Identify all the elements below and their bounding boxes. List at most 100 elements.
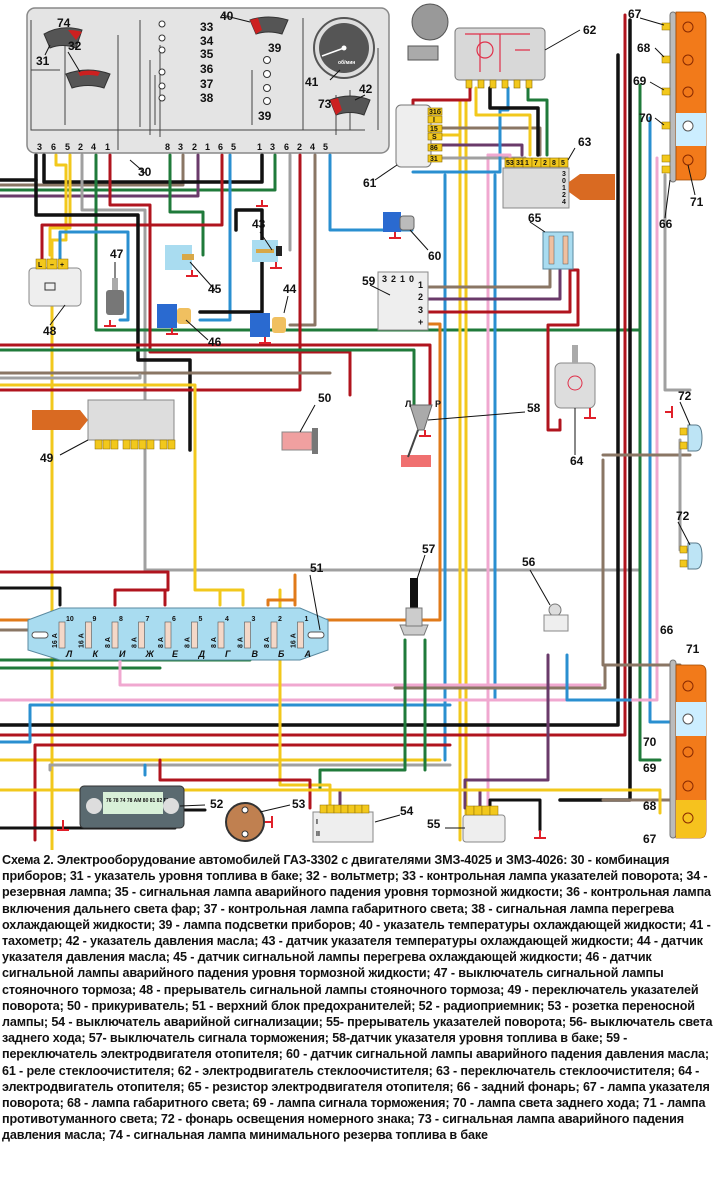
fuse-number: 9 (93, 616, 97, 623)
wire-red-6 (426, 268, 580, 432)
label-65: 65 (528, 211, 542, 225)
fuse-4: 48 АГ (211, 616, 231, 659)
label-61: 61 (363, 176, 377, 190)
label-46: 46 (208, 335, 222, 349)
label-39-bottom: 39 (258, 109, 272, 123)
fuse-7: 78 АЖ (132, 616, 155, 659)
label-48: 48 (43, 324, 57, 338)
label-32: 32 (68, 39, 82, 53)
svg-text:4: 4 (310, 142, 315, 152)
fuse-body (217, 621, 225, 649)
wire-blue-9 (565, 653, 632, 702)
label-55: 55 (427, 817, 441, 831)
wire-green (0, 153, 277, 192)
wire-yellow-3 (0, 383, 197, 562)
wiper-motor-62 (407, 3, 546, 89)
svg-text:2: 2 (391, 274, 396, 284)
svg-text:–: – (50, 262, 54, 269)
wire-black-5 (488, 86, 540, 157)
label-37: 37 (200, 77, 214, 91)
cigarette-lighter-50 (281, 428, 318, 454)
fuse-9: 9 16 А К (79, 616, 100, 659)
svg-text:5: 5 (65, 142, 70, 152)
wire-black-8 (488, 798, 542, 832)
heater-resistor-65 (542, 231, 574, 270)
parking-brake-switch-47 (106, 278, 124, 315)
radio-52: 76 78 74 78 AM 80 81 82 FM (79, 785, 185, 829)
svg-text:3: 3 (37, 142, 42, 152)
wire-black-10 (0, 586, 62, 607)
brake-light-switch-57 (399, 578, 429, 636)
svg-text:2: 2 (562, 192, 566, 199)
fuse-body (111, 621, 119, 649)
svg-text:3: 3 (418, 305, 423, 315)
label-54: 54 (400, 804, 414, 818)
fuse-letter: В (252, 649, 259, 659)
svg-text:2: 2 (192, 142, 197, 152)
svg-text:2: 2 (297, 142, 302, 152)
wire-violet-3 (426, 268, 562, 301)
wire-gray-6 (663, 173, 692, 392)
svg-text:15: 15 (430, 126, 438, 133)
svg-text:4: 4 (562, 199, 566, 206)
wire-brown-4 (426, 268, 552, 289)
svg-text:0: 0 (409, 274, 414, 284)
tacho-unit: об/мин (338, 59, 355, 66)
svg-text:53: 53 (506, 160, 514, 167)
label-66-bottom: 66 (660, 623, 674, 637)
heater-motor-64 (554, 345, 596, 409)
label-36: 36 (200, 62, 214, 76)
wire-black-3 (34, 178, 192, 452)
fuse-number: 6 (172, 616, 176, 623)
fuse-body (85, 621, 92, 649)
fuse-letter: К (93, 649, 100, 659)
svg-text:0: 0 (562, 178, 566, 185)
svg-text:6: 6 (51, 142, 56, 152)
svg-text:31: 31 (430, 156, 438, 163)
panel-pins-mid: 8 3 2 1 6 5 (165, 142, 236, 152)
fuse-rating: 16 А (79, 633, 86, 648)
wire-red-7 (0, 343, 432, 407)
wire-yellow-2 (48, 153, 72, 257)
label-68-bottom: 68 (643, 799, 657, 813)
svg-text:1: 1 (400, 274, 405, 284)
fuse-body (58, 621, 66, 649)
label-56: 56 (522, 555, 536, 569)
fuse-letter: И (119, 649, 126, 659)
svg-text:1: 1 (205, 142, 210, 152)
fuse-body (191, 621, 198, 649)
svg-text:1: 1 (562, 185, 566, 192)
fuse-letter: Л (65, 649, 73, 659)
panel-pins-right: 1 3 6 2 4 5 (257, 142, 328, 152)
caption-text: Схема 2. Электрооборудование автомобилей… (2, 853, 713, 1143)
svg-text:8: 8 (165, 142, 170, 152)
svg-text:5: 5 (323, 142, 328, 152)
fuse-body (244, 621, 251, 649)
wire-pink-3 (0, 156, 659, 702)
label-71-top: 71 (690, 195, 704, 209)
fuse-rating: 8 А (132, 637, 139, 648)
wire-red-4 (0, 153, 302, 392)
svg-text:3: 3 (382, 274, 387, 284)
svg-text:8: 8 (552, 160, 556, 167)
panel-pins-left: 3 6 5 2 4 1 (37, 142, 110, 152)
svg-text:5: 5 (561, 160, 565, 167)
label-63: 63 (578, 135, 592, 149)
wire-red-3 (148, 223, 352, 397)
fuse-rating: 8 А (185, 637, 192, 648)
label-64: 64 (570, 454, 584, 468)
fuse-number: 7 (146, 616, 150, 623)
wire-red-9 (33, 743, 452, 842)
instrument-cluster-30: об/мин 3 6 5 2 4 1 8 3 2 1 6 5 1 3 6 2 4… (26, 7, 390, 154)
label-42: 42 (359, 82, 373, 96)
wire-blue-8 (0, 703, 452, 744)
wire-gray-8 (48, 763, 452, 772)
fuse-body (297, 621, 304, 649)
label-49: 49 (40, 451, 54, 465)
wire-blue-2 (198, 153, 232, 322)
label-57: 57 (422, 542, 436, 556)
fuse-6: 68 АЕ (158, 616, 179, 659)
fuse-number: 1 (305, 616, 309, 623)
wire-violet-2 (411, 143, 524, 157)
wire-blue-7 (648, 116, 672, 724)
